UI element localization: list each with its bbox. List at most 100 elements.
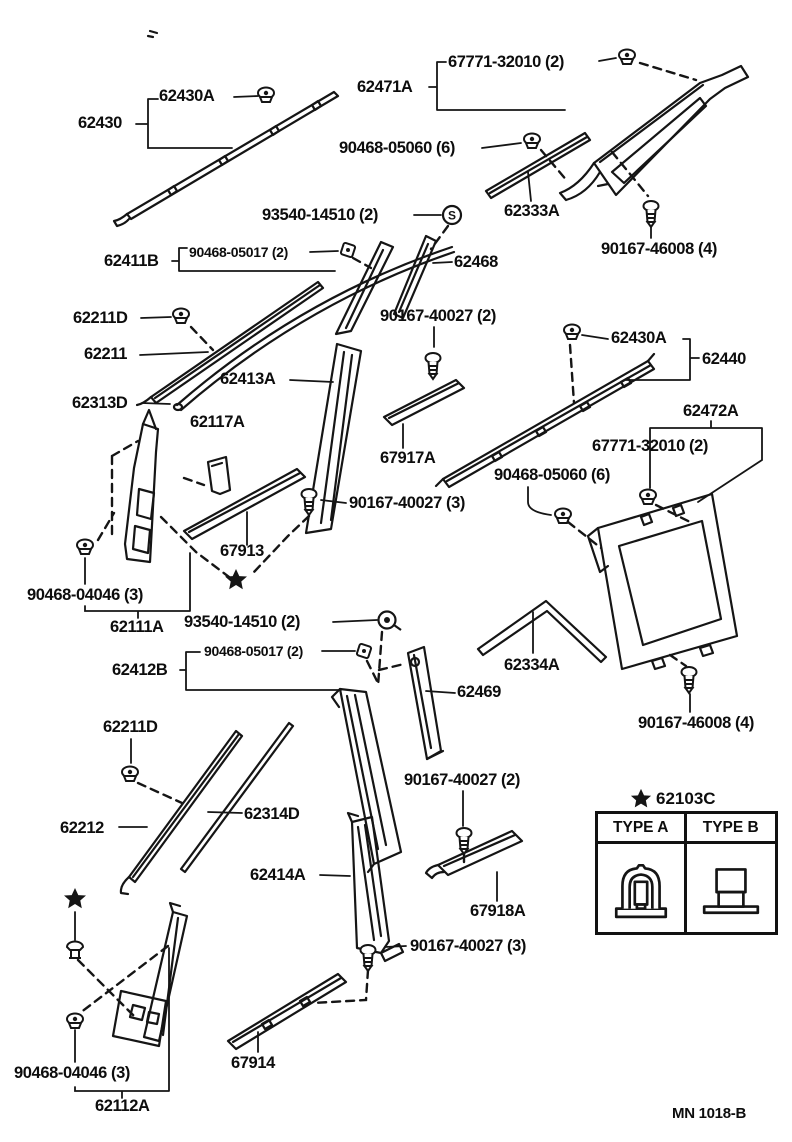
part-label-62414a: 62414A	[250, 866, 306, 884]
leader-lines	[74, 57, 763, 1099]
screw-icon	[359, 944, 377, 972]
part-label-62412b: 62412B	[112, 661, 168, 679]
screw-icon	[642, 200, 660, 228]
part-label-62472a: 62472A	[683, 402, 739, 420]
part-label-62211d-a: 62211D	[73, 309, 128, 327]
grommet-icon	[377, 610, 403, 632]
trim-clip-icon	[172, 307, 190, 324]
part-62413a	[304, 342, 363, 535]
part-label-90167-40027-3-b: 90167-40027 (3)	[410, 937, 527, 955]
page-code: MN 1018-B	[672, 1105, 746, 1122]
part-label-62411b: 62411B	[104, 252, 159, 270]
part-label-90167-46008-b: 90167-46008 (4)	[638, 714, 755, 732]
part-label-67914: 67914	[231, 1054, 275, 1072]
part-62430	[112, 90, 340, 228]
part-label-90167-40027-2-a: 90167-40027 (2)	[380, 307, 497, 325]
part-label-62413a: 62413A	[220, 370, 276, 388]
part-label-62334a: 62334A	[504, 656, 560, 674]
part-label-62469: 62469	[457, 683, 501, 701]
push-fastener-icon	[355, 642, 373, 660]
part-label-90468-04046-b: 90468-04046 (3)	[14, 1064, 131, 1082]
part-62112a	[111, 901, 189, 1048]
part-62471a	[558, 64, 750, 202]
star-marker-icon	[64, 888, 86, 909]
legend-col-type-a: TYPE A	[598, 814, 687, 844]
part-62472a	[586, 492, 739, 671]
part-label-93540-14510-a: 93540-14510 (2)	[262, 206, 379, 224]
fastener-icons: S	[64, 48, 698, 1029]
part-label-67771-32010-a: 67771-32010 (2)	[448, 53, 565, 71]
mushroom-fastener-icon	[66, 940, 84, 959]
clip-type-legend-table: TYPE A TYPE B	[595, 811, 778, 935]
part-label-62471a: 62471A	[357, 78, 413, 96]
part-label-62211: 62211	[84, 345, 127, 363]
part-62468	[392, 234, 438, 320]
part-label-62112a: 62112A	[95, 1097, 150, 1115]
star-marker-icon	[225, 569, 247, 590]
part-62440	[434, 352, 656, 489]
part-label-90167-40027-2-b: 90167-40027 (2)	[404, 771, 521, 789]
part-label-62211d-b: 62211D	[103, 718, 158, 736]
s-marker-icon: S	[441, 204, 463, 226]
part-62313d	[172, 245, 456, 412]
type-b-clip-icon	[702, 868, 759, 915]
part-67913	[182, 467, 307, 541]
trim-clip-icon	[523, 132, 541, 149]
part-label-62117a: 62117A	[190, 413, 245, 431]
legend-type-a-cell	[598, 844, 687, 932]
part-62333a	[484, 131, 592, 200]
part-label-62212: 62212	[60, 819, 104, 837]
part-67914	[226, 972, 348, 1051]
print-speck	[146, 29, 159, 39]
trim-clip-icon	[76, 538, 94, 555]
trim-clip-icon	[618, 48, 636, 65]
part-label-62430: 62430	[78, 114, 122, 132]
star-marker-icon	[630, 788, 652, 808]
trim-clip-icon	[639, 488, 657, 505]
part-62334a	[476, 599, 608, 664]
part-label-62313d: 62313D	[72, 394, 128, 412]
part-62117a	[206, 455, 232, 496]
part-label-62430a: 62430A	[159, 87, 215, 105]
legend-caption: 62103C	[630, 788, 716, 810]
part-label-90167-40027-3-a: 90167-40027 (3)	[349, 494, 466, 512]
part-62314d	[179, 721, 295, 874]
part-67917a	[382, 378, 466, 427]
part-62414a	[346, 811, 405, 963]
part-label-90468-04046-a: 90468-04046 (3)	[27, 586, 144, 604]
part-label-90468-05060-a: 90468-05060 (6)	[339, 139, 456, 157]
svg-text:S: S	[448, 209, 456, 223]
trim-clip-icon	[121, 765, 139, 782]
part-label-67917a: 67917A	[380, 449, 436, 467]
part-label-67913: 67913	[220, 542, 264, 560]
part-label-93540-14510-b: 93540-14510 (2)	[184, 613, 301, 631]
part-62411b-garnish	[334, 240, 395, 336]
part-label-62440: 62440	[702, 350, 746, 368]
part-62469	[406, 645, 445, 761]
part-label-62333a: 62333A	[504, 202, 560, 220]
screw-icon	[680, 666, 698, 694]
part-label-67918a: 67918A	[470, 902, 526, 920]
screw-icon	[300, 488, 318, 516]
part-62412b	[330, 687, 403, 874]
trim-clip-icon	[554, 507, 572, 524]
trim-clip-icon	[66, 1012, 84, 1029]
part-label-62111a: 62111A	[110, 618, 164, 636]
dashed-fitting-lines	[76, 61, 698, 1021]
part-62111a	[123, 408, 160, 564]
part-label-62468: 62468	[454, 253, 498, 271]
part-label-67771-32010-b: 67771-32010 (2)	[592, 437, 709, 455]
trim-clip-icon	[257, 86, 275, 103]
part-label-62430a-b: 62430A	[611, 329, 667, 347]
legend-type-b-cell	[687, 844, 776, 932]
part-label-90468-05017-b: 90468-05017 (2)	[204, 643, 304, 659]
part-label-90468-05017-a: 90468-05017 (2)	[189, 244, 289, 260]
screw-icon	[424, 352, 442, 380]
trim-clip-icon	[563, 323, 581, 340]
part-62212	[119, 729, 244, 896]
part-label-90468-05060-b: 90468-05060 (6)	[494, 466, 611, 484]
part-67918a	[424, 829, 524, 880]
legend-part-number: 62103C	[656, 789, 716, 808]
